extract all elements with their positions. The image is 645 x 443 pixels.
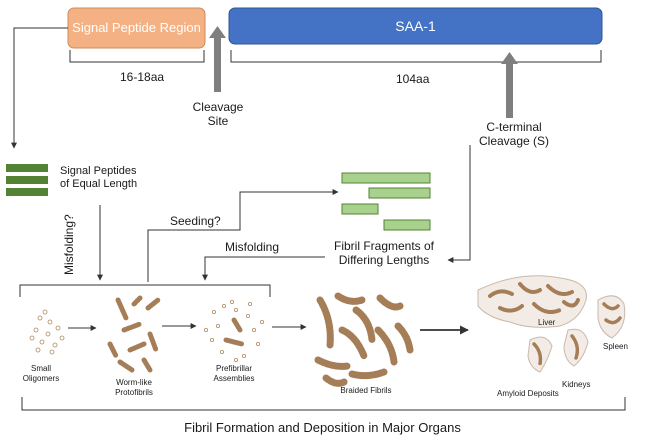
- saa1-label: SAA-1: [395, 17, 436, 34]
- prefibrillar-label: Prefibrillar Assemblies: [213, 364, 255, 383]
- liver-label: Liver: [538, 318, 556, 327]
- prefibrillar-graphic: [203, 299, 264, 362]
- misfolding-q-label: Misfolding?: [62, 214, 76, 275]
- worm-protofibrils-label: Worm-like Protofibrils: [115, 378, 153, 397]
- fragments-label: Fibril Fragments of Differing Lengths: [333, 239, 435, 268]
- kidneys-label: Kidneys: [562, 380, 591, 389]
- arrow-c-terminal-to-fragments: [447, 145, 471, 263]
- braided-fibrils-label: Braided Fibrils: [340, 386, 392, 395]
- worm-protofibrils-graphic: [107, 295, 161, 373]
- footer-title: Fibril Formation and Deposition in Major…: [184, 420, 461, 435]
- bottom-bracket: [21, 397, 626, 411]
- span-saa-label: 104aa: [396, 72, 430, 86]
- c-terminal-label: C-terminal Cleavage (S): [478, 120, 550, 149]
- small-oligomers-label: Small Oligomers: [22, 364, 60, 383]
- span-signal-label: 16-18aa: [120, 70, 165, 84]
- bracket-saa: [230, 50, 602, 63]
- signal-peptide-label: Signal Peptide Region: [72, 19, 201, 35]
- small-oligomers-graphic: [29, 309, 65, 355]
- arrow-to-signal-peptides: [11, 27, 68, 149]
- signal-peptide-bars: [6, 164, 48, 196]
- cleavage-site-arrow: [209, 26, 226, 92]
- signal-peptides-label: Signal Peptides of Equal Length: [60, 165, 138, 191]
- misfolding-label: Misfolding: [225, 240, 280, 254]
- cleavage-site-label: Cleavage Site: [192, 100, 244, 129]
- c-terminal-arrow: [501, 52, 518, 118]
- liver-shape: [477, 275, 587, 328]
- braided-fibrils-graphic: [314, 292, 414, 387]
- seeding-q-label: Seeding?: [170, 214, 221, 228]
- amyloid-deposits-label: Amyloid Deposits: [497, 389, 559, 398]
- misfolding-arrow: [202, 256, 325, 281]
- fibril-fragment-bars: [341, 172, 431, 231]
- bracket-signal: [69, 50, 205, 63]
- seeding-arrow: [147, 189, 339, 282]
- spleen-label: Spleen: [603, 342, 628, 351]
- organs-graphic: [477, 275, 626, 373]
- early-stage-bracket: [19, 284, 271, 297]
- saa1-box: [228, 7, 603, 45]
